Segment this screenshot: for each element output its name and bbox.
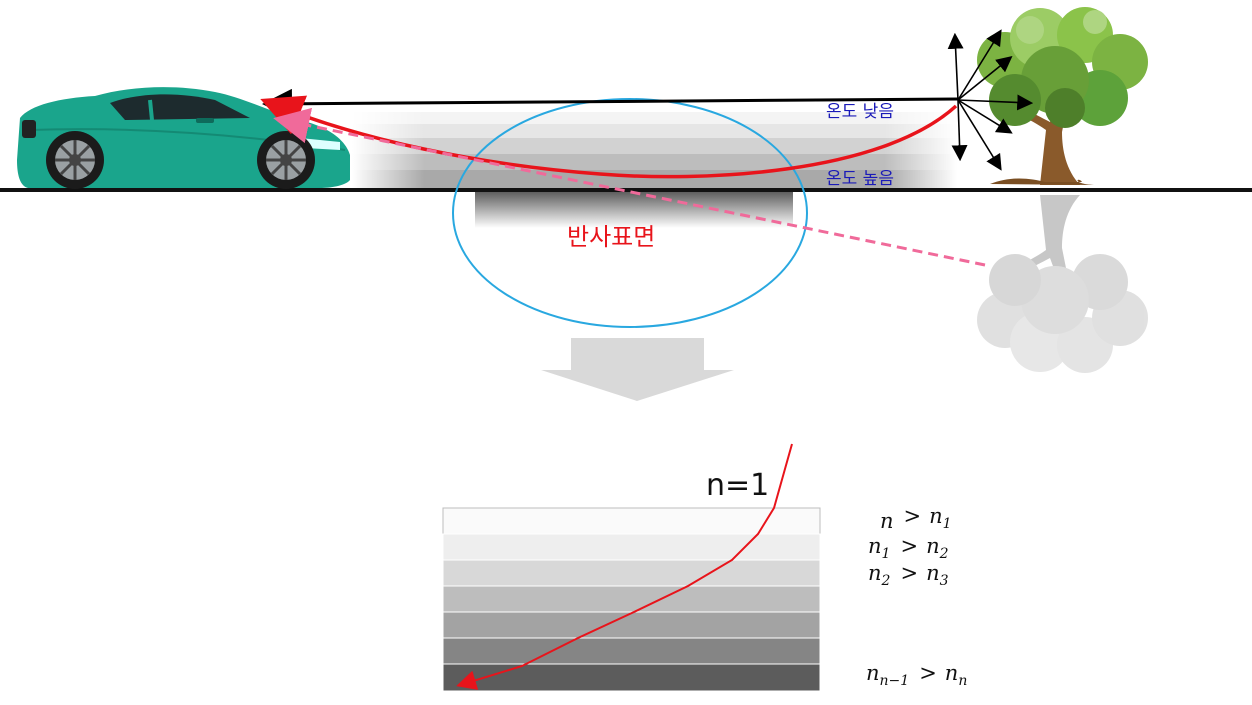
reflect-surface-label: 반사표면 (567, 223, 655, 251)
tree-icon (977, 7, 1148, 185)
inequality-row-2: n1>n2 (868, 534, 949, 562)
direct-ray (262, 88, 959, 119)
rear-wheel (46, 131, 104, 189)
reflective-surface (475, 190, 793, 228)
temp-low-label: 온도 낮음 (826, 102, 894, 122)
scatter-arrows (947, 29, 1034, 171)
tree-reflection-icon (977, 195, 1148, 373)
svg-text:n2>n3: n2>n3 (868, 561, 949, 589)
svg-text:n>n1: n>n1 (880, 504, 952, 533)
layered-medium (442, 507, 821, 692)
inequality-row-4: nn−1>nn (866, 661, 967, 689)
inequality-row-1: n>n1 (880, 504, 952, 533)
svg-text:nn−1>nn: nn−1>nn (866, 661, 967, 689)
layer-refraction-ray (456, 443, 793, 690)
down-arrow-icon (541, 338, 734, 401)
highlight-ellipse (452, 98, 808, 328)
refracted-ray (260, 95, 958, 179)
temp-high-label: 온도 높음 (826, 169, 894, 189)
n-equals-1-label: n=1 (706, 468, 769, 503)
inequality-row-3: n2>n3 (868, 561, 949, 589)
front-wheel (257, 131, 315, 189)
svg-text:n1>n2: n1>n2 (868, 534, 949, 562)
apparent-ray (273, 107, 986, 267)
